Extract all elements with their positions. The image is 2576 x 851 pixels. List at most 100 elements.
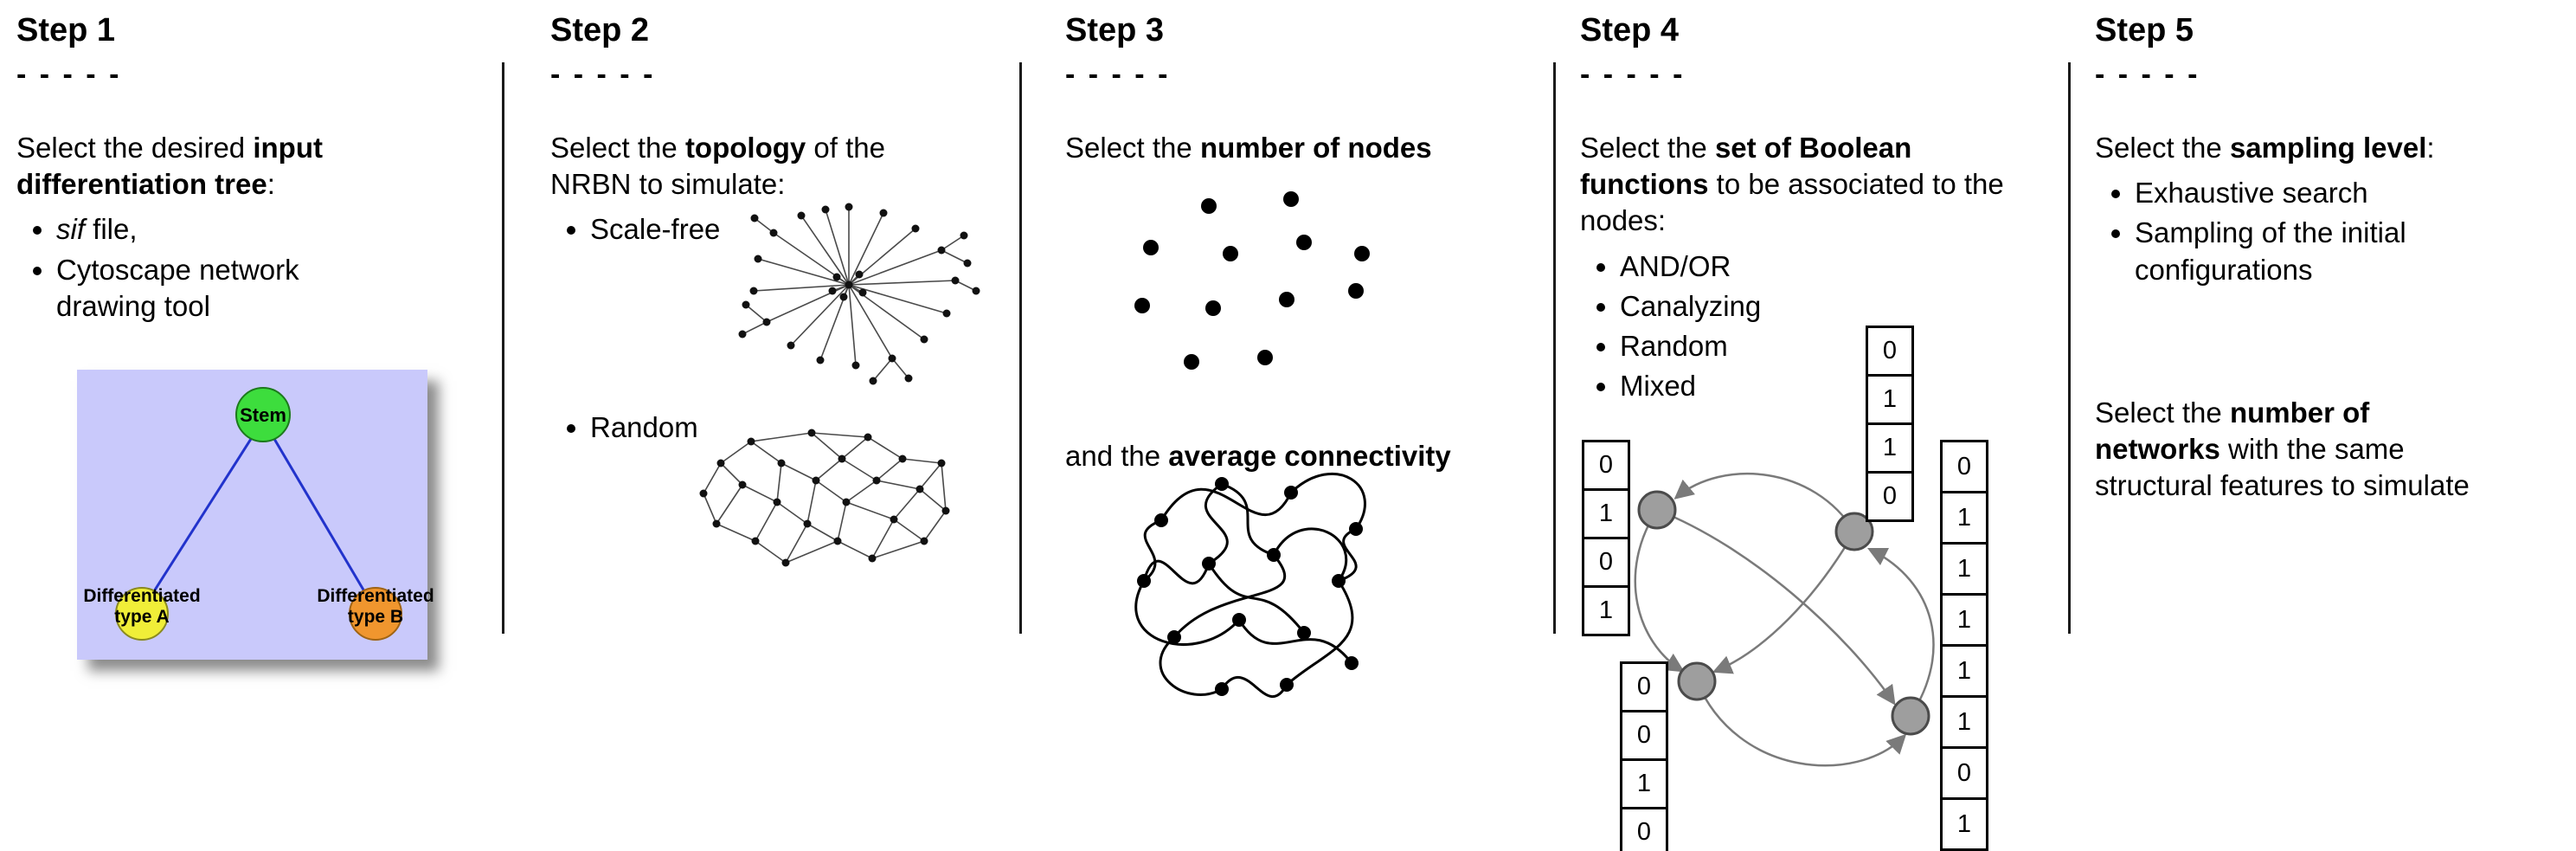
step-1-intro: Select the desired input differentiation…	[16, 130, 406, 203]
step-1-column: Step 1 - - - - - Select the desired inpu…	[16, 12, 501, 660]
truth-table-cell: 1	[1940, 593, 1988, 647]
intro-bold: sampling level	[2229, 132, 2427, 164]
network-edges	[703, 432, 947, 564]
step-5-column: Step 5 - - - - - Select the sampling lev…	[2095, 12, 2569, 501]
network-nodes	[1137, 477, 1363, 696]
truth-table-cell: 0	[1866, 326, 1914, 377]
step-4-bullets: AND/OR Canalyzing Random Mixed	[1580, 248, 2056, 405]
step-5-footer: Select the number of networks with the s…	[2095, 395, 2489, 505]
footer-bold: number of networks	[2095, 396, 2370, 466]
nodes-scatter-graphic	[1127, 189, 1378, 396]
step-2-column: Step 2 - - - - - Select the topology of …	[550, 12, 1009, 567]
step-title: Step 2	[550, 12, 650, 48]
type-a-label: Differentiated type A	[83, 586, 201, 627]
step-title: Step 3	[1065, 12, 1165, 48]
truth-table-cell: 0	[1620, 661, 1668, 712]
truth-table-bottom: 0 0 1 0	[1620, 661, 1668, 851]
random-network-svg	[699, 429, 950, 567]
bullet-item: Canalyzing	[1620, 288, 2056, 325]
network-nodes	[738, 203, 980, 385]
boolean-nodes	[1637, 490, 1930, 736]
step-dashes: - - - - -	[16, 58, 122, 91]
network-nodes	[699, 429, 950, 567]
bullet-item: Cytoscape network drawing tool	[56, 252, 368, 325]
intro-text: Select the desired	[16, 132, 254, 164]
column-divider	[502, 62, 504, 634]
truth-table-cell: 0	[1866, 471, 1914, 522]
scale-free-network-svg	[738, 203, 980, 385]
tree-edge	[140, 419, 265, 611]
step-3-line1: Select the number of nodes	[1065, 130, 1550, 166]
step-title: Step 1	[16, 12, 116, 48]
truth-table-cell: 1	[1582, 488, 1630, 539]
stem-node	[235, 387, 291, 442]
differentiation-tree-svg: Stem	[77, 370, 427, 660]
bullet-item: Sampling of the initial configurations	[2135, 215, 2446, 287]
step-5-intro: Select the sampling level:	[2095, 130, 2562, 166]
bullet-text: file,	[85, 213, 138, 246]
truth-table-right: 0 1 1 1 1 1 0 1	[1940, 440, 1988, 851]
truth-table-cell: 0	[1940, 440, 1988, 493]
truth-table-left: 0 1 0 1	[1582, 440, 1630, 636]
truth-table-cell: 0	[1582, 440, 1630, 491]
step-2-bullets: Scale-free Random	[550, 211, 1009, 445]
step-dashes: - - - - -	[2095, 58, 2200, 91]
intro-bold: topology	[684, 132, 806, 164]
intro-text: Select the	[2095, 132, 2230, 164]
intro-text: and the	[1065, 440, 1169, 472]
intro-text: Select the	[1065, 132, 1200, 164]
step-3-column: Step 3 - - - - - Select the number of no…	[1065, 12, 1550, 699]
step-dashes: - - - - -	[1580, 58, 1686, 91]
column-divider	[1019, 62, 1022, 634]
bullet-item: Exhaustive search	[2135, 175, 2569, 211]
differentiation-tree-figure: Stem Differentiated type A Differentiate…	[77, 370, 434, 660]
truth-table-cell: 1	[1582, 585, 1630, 636]
random-network-graphic	[691, 411, 959, 593]
intro-text: of the NRBN to simulate:	[550, 132, 885, 201]
stem-label: Stem	[240, 404, 286, 426]
scale-free-network-graphic	[715, 194, 983, 402]
type-a-node	[115, 587, 169, 641]
truth-table-cell: 0	[1620, 807, 1668, 851]
truth-table-cell: 1	[1940, 644, 1988, 698]
step-4-intro: Select the set of Boolean functions to b…	[1580, 130, 2004, 240]
truth-table-cell: 1	[1866, 422, 1914, 474]
network-arrows	[1634, 472, 1935, 767]
intro-bold: average connectivity	[1168, 440, 1451, 472]
scatter-dots	[1134, 191, 1370, 370]
connectivity-network-graphic	[1118, 468, 1391, 715]
bullet-item: sif file,	[56, 211, 368, 248]
intro-text: Select the	[1580, 132, 1715, 164]
column-divider	[2068, 62, 2071, 634]
truth-table-top: 0 1 1 0	[1866, 326, 1914, 522]
truth-table-cell: 1	[1940, 695, 1988, 749]
truth-table-cell: 1	[1620, 758, 1668, 809]
step-title: Step 4	[1580, 12, 1680, 48]
intro-bold: input differentiation tree	[16, 132, 323, 201]
bullet-italic: sif	[56, 213, 85, 246]
bullet-item: AND/OR	[1620, 248, 2056, 285]
truth-table-cell: 0	[1582, 537, 1630, 588]
truth-table-cell: 1	[1940, 491, 1988, 545]
type-b-node	[349, 587, 402, 641]
step-dashes: - - - - -	[1065, 58, 1171, 91]
step-1-bullets: sif file, Cytoscape network drawing tool	[16, 211, 501, 325]
truth-table-cell: 0	[1940, 746, 1988, 800]
footer-text: with the same structural features to sim…	[2095, 433, 2470, 502]
intro-text: Select the	[550, 132, 685, 164]
intro-bold: set of Boolean functions	[1580, 132, 1912, 201]
truth-table-cell: 1	[1866, 374, 1914, 425]
intro-text: :	[267, 168, 275, 201]
tree-edge	[261, 419, 377, 611]
step-2-intro: Select the topology of the NRBN to simul…	[550, 130, 948, 203]
column-divider	[1553, 62, 1556, 634]
bullet-item: Random	[590, 409, 1009, 446]
boolean-network-figure: 0 1 1 0 0 1 0 1 0 0 1 0 0 1 1 1	[1571, 320, 2004, 851]
step-title: Step 5	[2095, 12, 2194, 48]
intro-bold: number of nodes	[1199, 132, 1432, 164]
intro-text: to be associated to the nodes:	[1580, 168, 2004, 237]
bullet-item: Random	[1620, 328, 2056, 364]
truth-table-cell: 1	[1940, 797, 1988, 851]
step-3-line2: and the average connectivity	[1065, 438, 1451, 474]
